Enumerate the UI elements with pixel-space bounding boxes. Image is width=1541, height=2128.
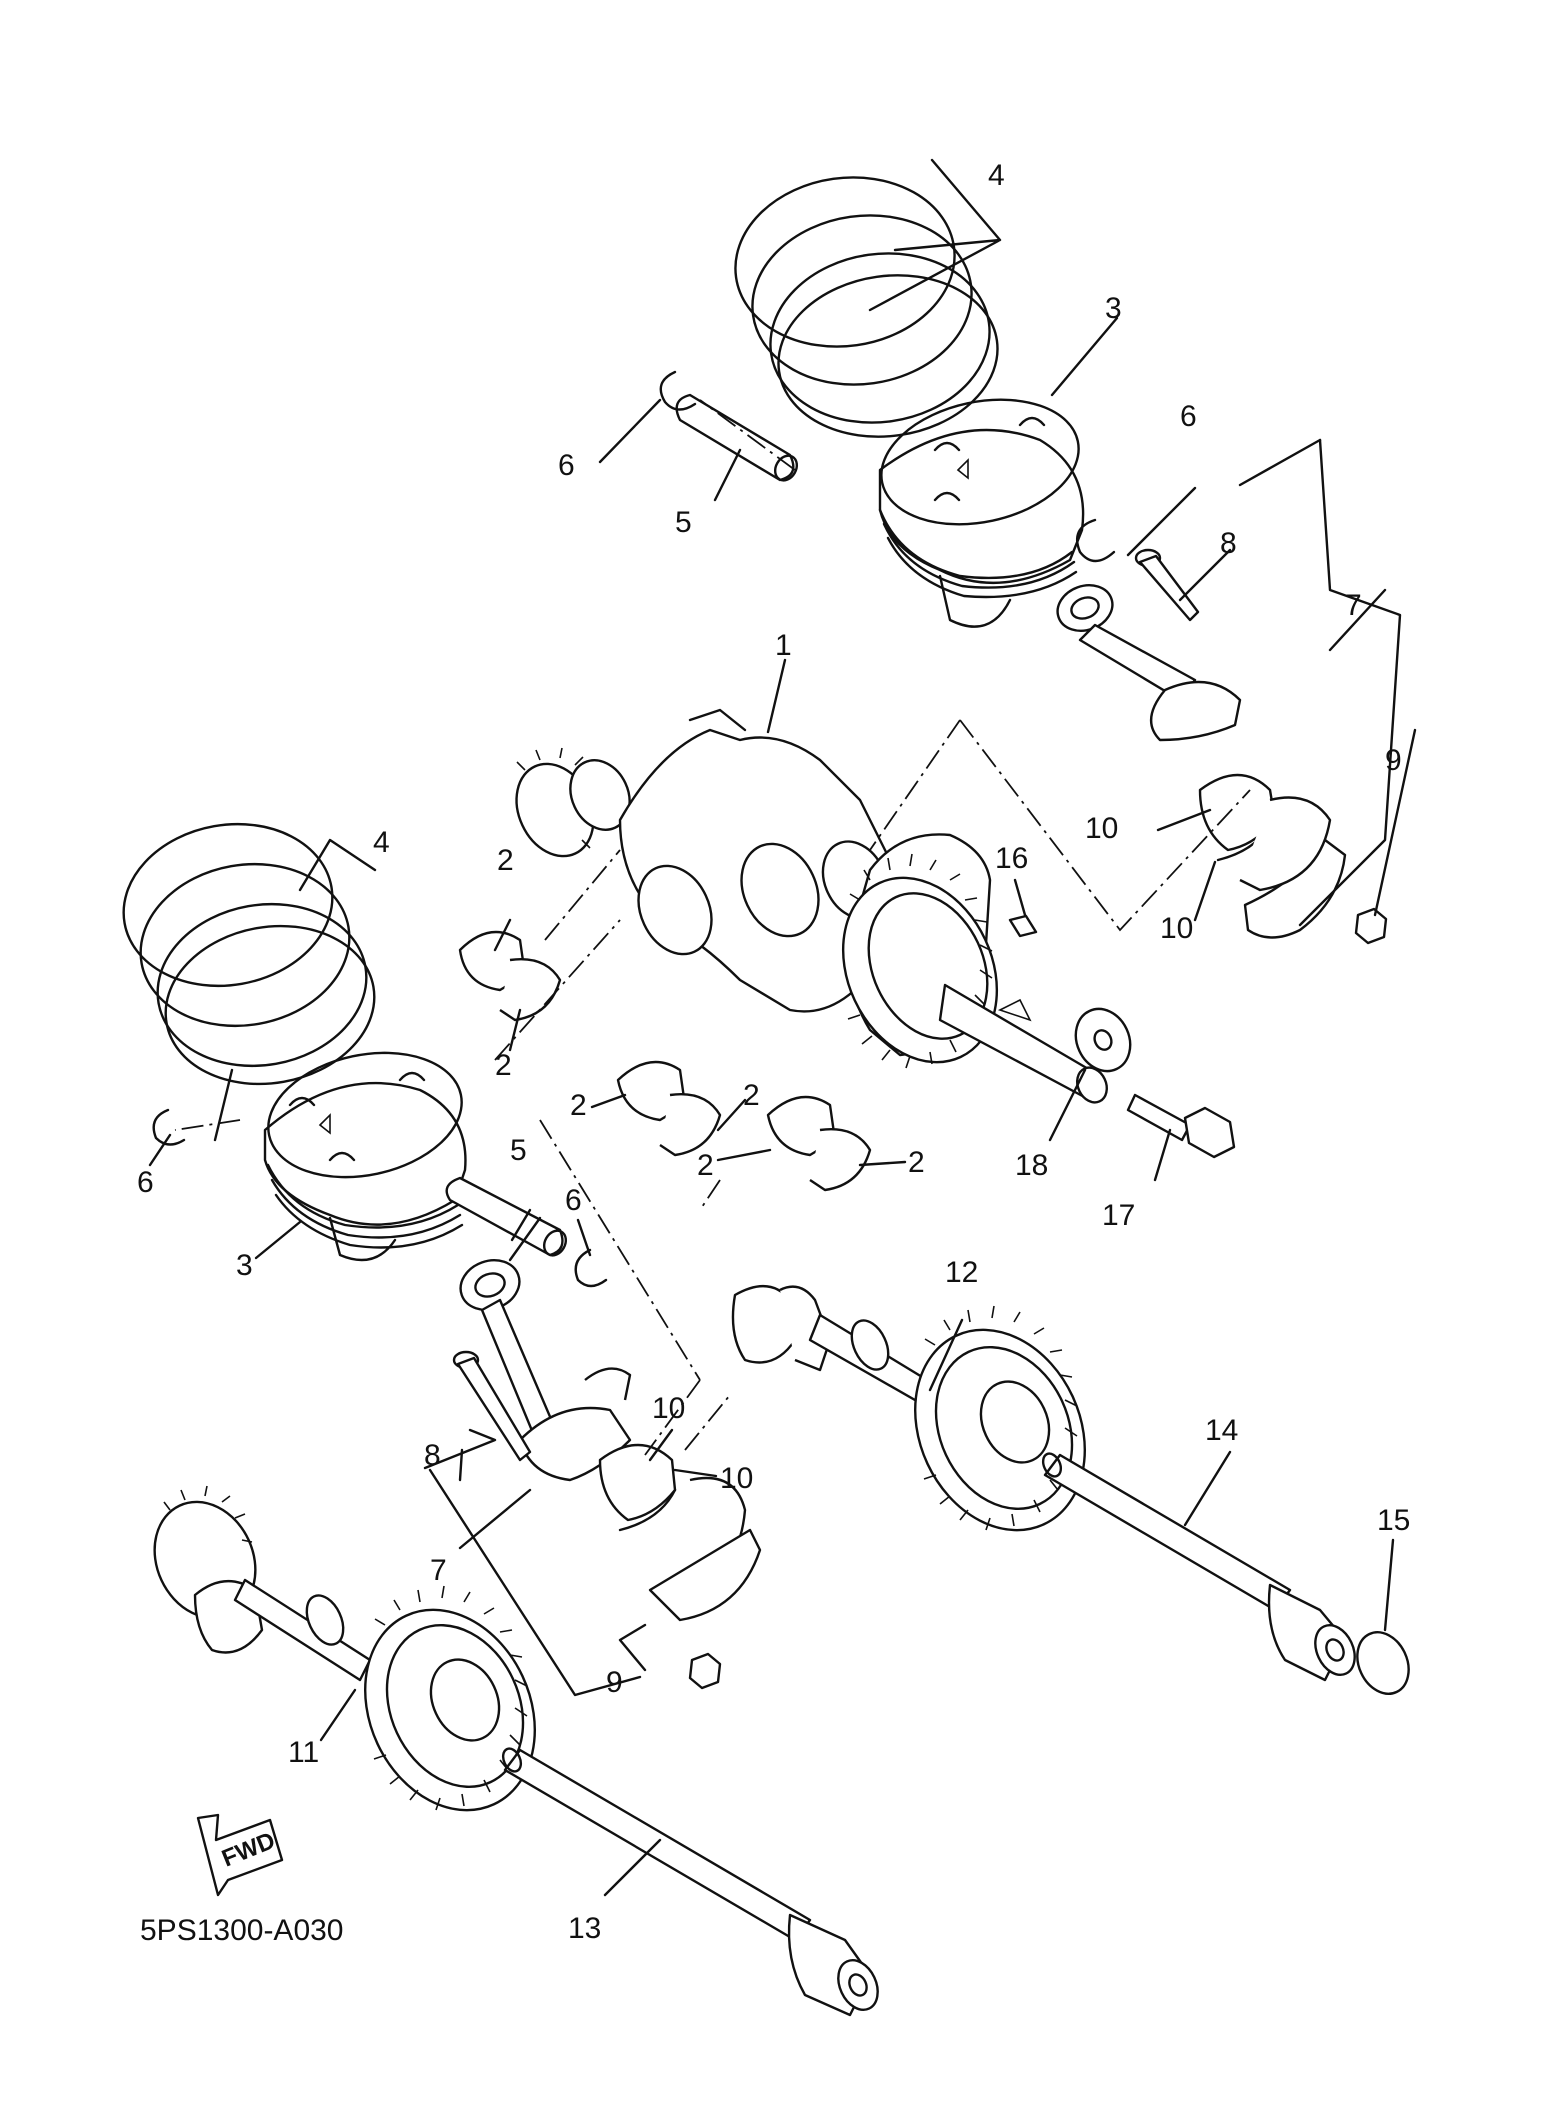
crankshaft[interactable] <box>502 708 1112 1107</box>
callout-3-upper: 3 <box>1105 292 1122 325</box>
callout-6-upper-left: 6 <box>558 449 575 482</box>
callout-2-a: 2 <box>497 844 514 877</box>
callout-5-lower: 5 <box>510 1134 527 1167</box>
balancer-shaft-pin-upper[interactable] <box>1040 1451 1363 1682</box>
piston-upper[interactable] <box>870 383 1091 628</box>
callout-10-upper-b: 10 <box>1160 912 1193 945</box>
callout-3-lower: 3 <box>236 1249 253 1282</box>
callout-7-upper: 7 <box>1345 589 1362 622</box>
callout-13: 13 <box>568 1912 601 1945</box>
leader-lines <box>148 158 1417 1897</box>
callout-11: 11 <box>288 1736 319 1769</box>
connecting-rod-upper[interactable] <box>1051 578 1242 742</box>
circlip-upper-left[interactable] <box>659 370 697 411</box>
fwd-arrow-icon: FWD <box>196 1813 284 1897</box>
rod-bearing-lower-a[interactable] <box>598 1443 677 1532</box>
callout-10-lower-a: 10 <box>652 1392 685 1425</box>
callout-9-lower: 9 <box>606 1666 623 1699</box>
diagram-code: 5PS1300-A030 <box>140 1914 344 1947</box>
piston-lower[interactable] <box>257 1036 474 1262</box>
woodruff-key[interactable] <box>1008 914 1038 938</box>
callout-5-upper: 5 <box>675 506 692 539</box>
balancer-shaft-lower[interactable] <box>136 1485 566 1838</box>
callout-2-b: 2 <box>495 1049 512 1082</box>
piston-rings-lower[interactable] <box>111 808 387 1100</box>
rod-bearing-upper-b[interactable] <box>1239 796 1332 892</box>
balancer-shaft-pin-lower[interactable] <box>500 1746 886 2017</box>
rod-nut-lower[interactable] <box>688 1652 722 1690</box>
rod-bolt-upper[interactable] <box>1134 548 1200 622</box>
callout-18: 18 <box>1015 1149 1048 1182</box>
callout-6-upper-right: 6 <box>1180 400 1197 433</box>
callout-2-d: 2 <box>743 1079 760 1112</box>
callout-2-f: 2 <box>908 1146 925 1179</box>
callout-10-lower-b: 10 <box>720 1462 753 1495</box>
callout-15: 15 <box>1377 1504 1410 1537</box>
callout-4-upper: 4 <box>988 159 1005 192</box>
callout-8-upper: 8 <box>1220 527 1237 560</box>
main-bearing-3[interactable] <box>766 1095 872 1192</box>
washer[interactable] <box>1066 1000 1140 1080</box>
callout-6-lower-left: 6 <box>137 1166 154 1199</box>
callout-17: 17 <box>1102 1199 1135 1232</box>
callout-labels: 4 3 6 6 5 8 7 1 9 4 2 16 10 10 2 2 2 2 2… <box>137 159 1410 1945</box>
callout-12: 12 <box>945 1256 978 1289</box>
balancer-shaft-upper[interactable] <box>731 1284 1116 1558</box>
circlip-lower-right[interactable] <box>574 1248 608 1288</box>
piston-pin-lower[interactable] <box>445 1176 570 1259</box>
rod-nut-upper[interactable] <box>1354 907 1388 945</box>
o-ring[interactable] <box>1348 1624 1419 1702</box>
callout-16: 16 <box>995 842 1028 875</box>
main-bearing-1[interactable] <box>458 930 562 1022</box>
callout-6-lower-right: 6 <box>565 1184 582 1217</box>
main-bearing-2[interactable] <box>616 1060 722 1157</box>
center-lines <box>174 399 1251 1456</box>
callout-2-c: 2 <box>570 1089 587 1122</box>
callout-9-upper: 9 <box>1385 744 1402 777</box>
callout-1: 1 <box>775 629 792 662</box>
circlip-lower-left[interactable] <box>152 1108 186 1146</box>
callout-8-lower: 8 <box>424 1439 441 1472</box>
crank-bolt[interactable] <box>1126 1093 1236 1159</box>
callout-14: 14 <box>1205 1414 1238 1447</box>
piston-pin-upper[interactable] <box>675 393 801 484</box>
rod-bolt-lower[interactable] <box>452 1350 532 1462</box>
callout-7-lower: 7 <box>430 1554 447 1587</box>
callout-4-lower: 4 <box>373 826 390 859</box>
piston-rings-upper[interactable] <box>724 164 1008 451</box>
callout-2-e: 2 <box>697 1149 714 1182</box>
circlip-upper-right[interactable] <box>1075 518 1116 563</box>
rod-bearing-lower-b[interactable] <box>648 1476 762 1622</box>
callout-10-upper-a: 10 <box>1085 812 1118 845</box>
